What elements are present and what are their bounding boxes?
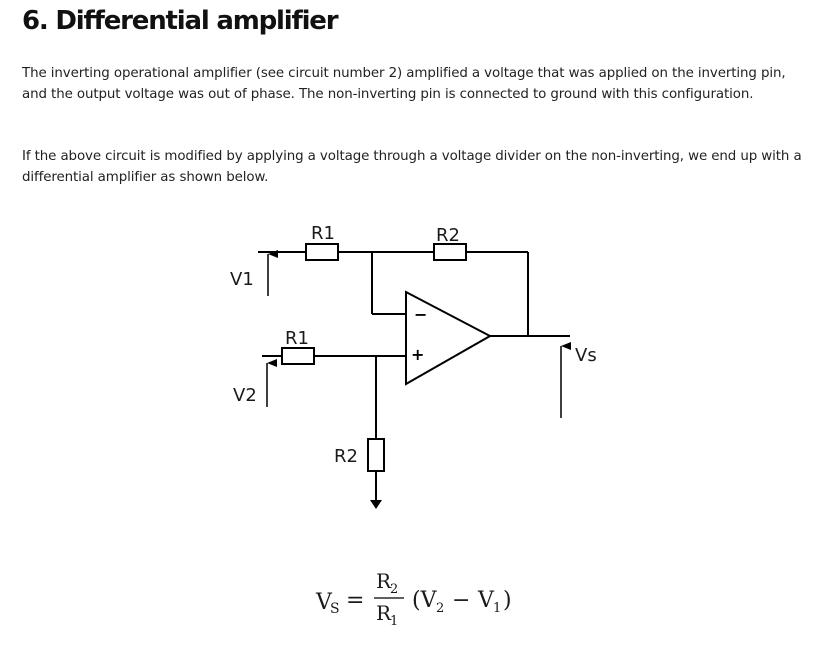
resistor-r2-bottom (367, 438, 385, 472)
noninverting-sign: + (411, 345, 424, 364)
formula-equals: = (346, 588, 364, 613)
formula-denominator-sub: 1 (390, 614, 398, 629)
inverting-sign: − (414, 305, 427, 324)
resistor-r2-top (433, 243, 467, 261)
intro-paragraph: The inverting operational amplifier (see… (22, 66, 786, 102)
formula-minus: − (452, 588, 470, 613)
formula-denominator: R (376, 601, 392, 625)
resistor-r1-mid (281, 347, 315, 365)
section-heading: 6. Differential amplifier (22, 6, 339, 36)
label-r2-bottom: R2 (334, 446, 358, 467)
formula-lhs-sub: S (330, 601, 340, 617)
formula-term1-sub: 2 (436, 601, 444, 616)
formula-lhs: V (315, 590, 333, 615)
op-amp-triangle (405, 290, 493, 386)
formula-close: ) (503, 588, 512, 613)
label-vs: Vs (575, 345, 597, 366)
formula-numerator-sub: 2 (390, 582, 398, 597)
label-r1-mid: R1 (285, 328, 309, 349)
gain-formula: V S = R 2 R 1 (V 2 − V 1 ) (315, 569, 512, 629)
label-v1: V1 (230, 269, 254, 290)
formula-open-term: (V (412, 588, 438, 613)
label-r1-top: R1 (311, 223, 335, 244)
label-v2: V2 (233, 385, 257, 406)
resistor-r1-top (305, 243, 339, 261)
formula-numerator: R (376, 569, 392, 593)
modification-paragraph: If the above circuit is modified by appl… (22, 149, 802, 185)
formula-term2: V (477, 588, 495, 613)
formula-term2-sub: 1 (493, 601, 501, 616)
label-r2-top: R2 (436, 225, 460, 246)
ground-arrow-icon (370, 500, 382, 509)
circuit-wires (258, 251, 570, 500)
